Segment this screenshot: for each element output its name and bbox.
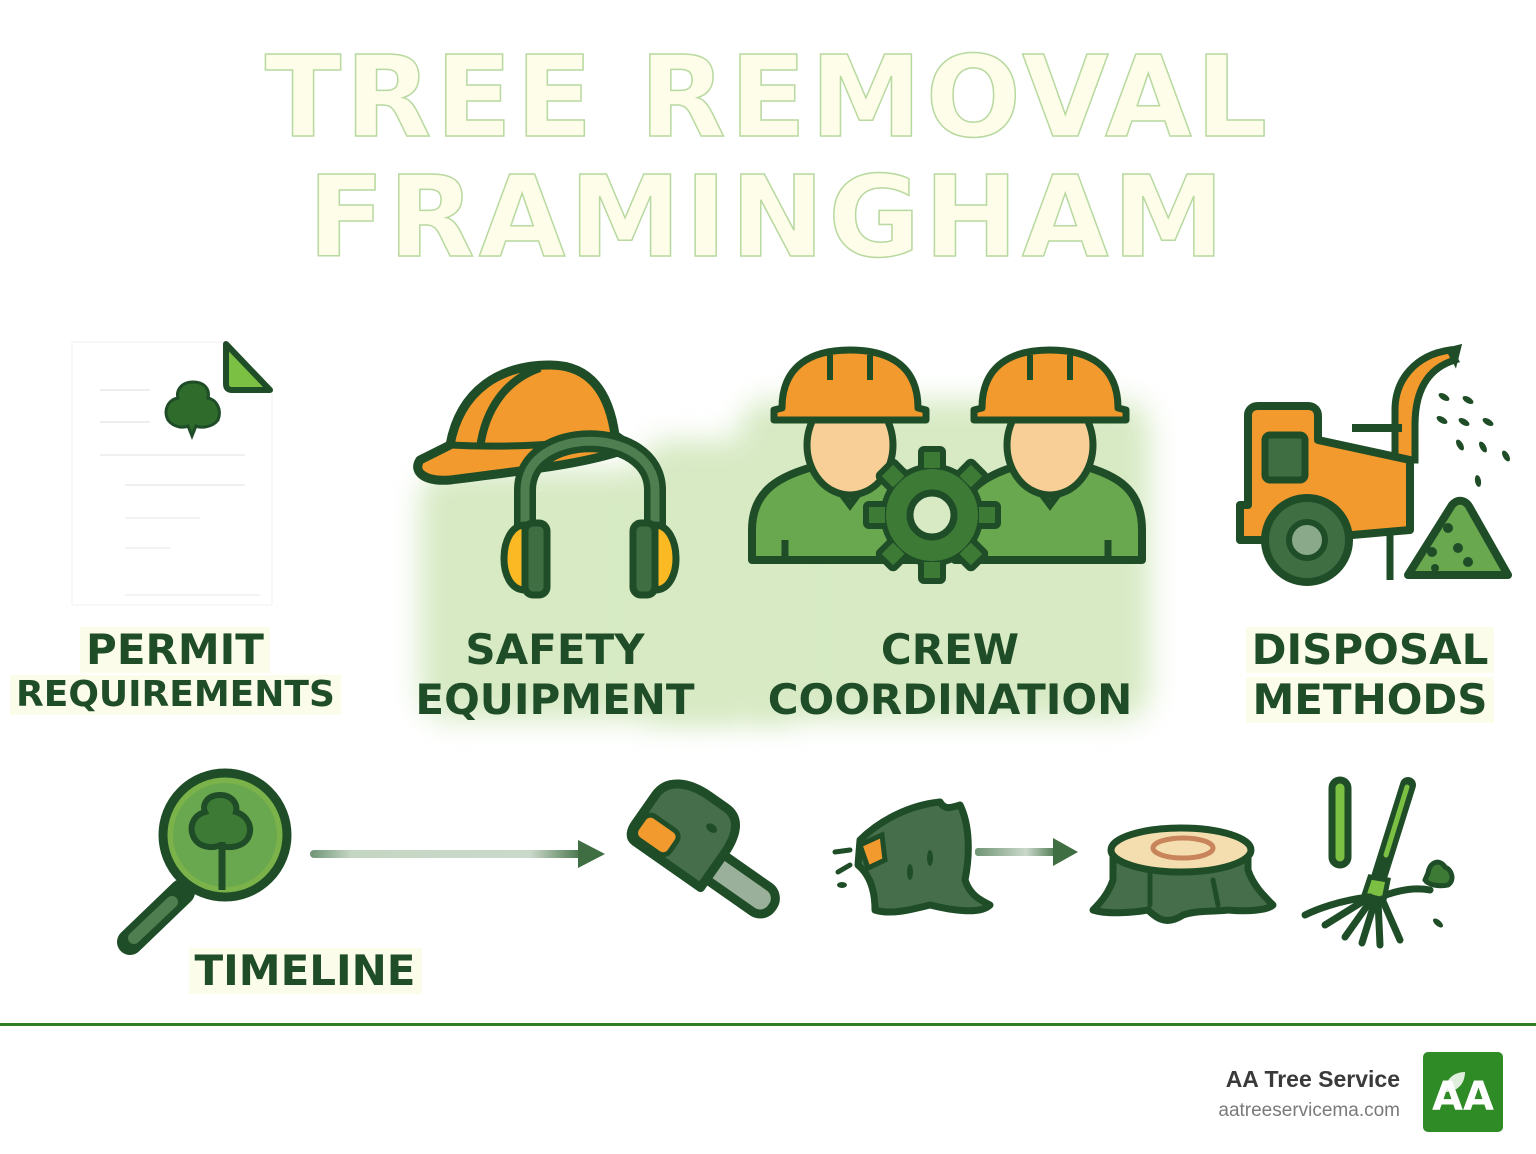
title-line-1: TREE REMOVAL: [264, 33, 1272, 163]
disposal-methods-label: DISPOSAL METHODS: [1240, 627, 1500, 723]
wood-chipper-icon: [1236, 343, 1512, 586]
crew-label-line2: COORDINATION: [767, 675, 1133, 724]
safety-label-line1: SAFETY: [465, 625, 645, 674]
chainsaw-icon: [626, 779, 780, 919]
crew-coordination-item: [740, 340, 1160, 584]
disposal-label-line1: DISPOSAL: [1245, 627, 1495, 673]
safety-label-line2: EQUIPMENT: [415, 675, 695, 724]
brand-name: AA Tree Service: [1225, 1066, 1400, 1092]
workers-gear-icon: [748, 346, 1146, 584]
safety-equipment-item: [400, 340, 740, 620]
arrow-right-icon: [310, 840, 605, 868]
hard-hat-earmuffs-icon: [413, 360, 680, 599]
timeline-label-text: TIMELINE: [188, 948, 422, 994]
arrow-right-icon: [975, 838, 1078, 866]
gear-icon: [863, 446, 1001, 584]
permit-document-icon: [71, 341, 273, 606]
crew-coordination-label: CREW COORDINATION: [755, 627, 1145, 723]
permit-label-line1: PERMIT: [80, 627, 270, 673]
title-line-2: FRAMINGHAM: [307, 153, 1229, 283]
tree-inspection-magnifier-icon: [117, 768, 292, 955]
felled-tree-icon: [832, 798, 994, 916]
svg-text:AA: AA: [1432, 1074, 1494, 1120]
crew-label-line1: CREW: [880, 625, 1020, 674]
aa-leaf-logo-icon: AA: [1432, 1072, 1494, 1120]
footer-divider: [0, 1023, 1536, 1026]
permit-requirements-label: PERMIT REQUIREMENTS: [10, 627, 341, 715]
safety-equipment-label: SAFETY EQUIPMENT: [400, 627, 710, 723]
disposal-methods-item: [1220, 340, 1536, 590]
permit-label-line2: REQUIREMENTS: [10, 675, 341, 715]
timeline-row: [0, 768, 1536, 970]
disposal-label-line2: METHODS: [1246, 677, 1494, 723]
brand-logo: AA: [1423, 1052, 1503, 1132]
brand-url[interactable]: aatreeservicema.com: [1218, 1100, 1400, 1121]
rake-cleanup-icon: [1301, 776, 1455, 949]
stump-icon: [1089, 824, 1277, 924]
timeline-label: TIMELINE: [185, 948, 425, 994]
permit-requirements-item: [0, 330, 380, 730]
